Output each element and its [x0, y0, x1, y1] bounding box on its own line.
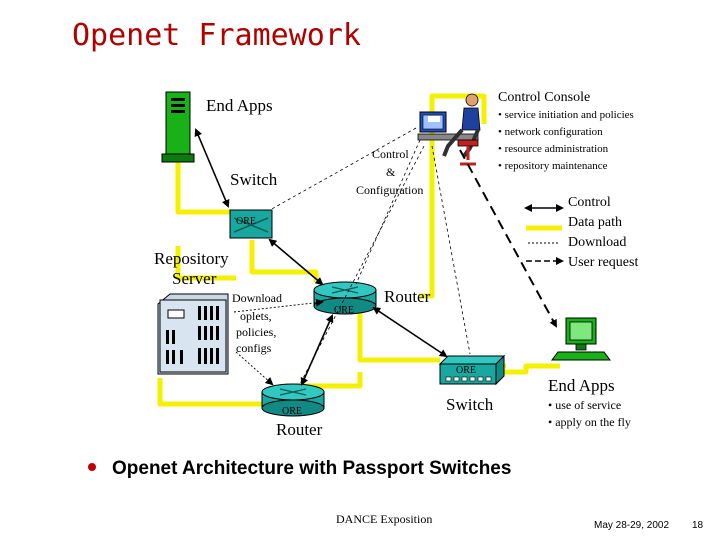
end-apps-server-icon — [161, 91, 195, 163]
router-middle-icon — [313, 281, 377, 315]
bullet-dot-icon — [88, 462, 96, 471]
legend-control: Control — [568, 195, 611, 210]
router-middle-label: Router — [384, 287, 431, 306]
end-apps-bottom-item-2: • apply on the fly — [548, 415, 631, 429]
bullet-text: Openet Architecture with Passport Switch… — [112, 458, 512, 479]
bullet-item: Openet Architecture with Passport Switch… — [88, 458, 511, 480]
configuration-lines — [269, 127, 471, 385]
router-bottom-icon — [261, 383, 325, 417]
user-request-arrow — [459, 149, 557, 328]
legend-download: Download — [568, 235, 626, 250]
ore-switch-bottom-label: ORE — [456, 365, 476, 376]
repository-label-line2: Server — [172, 269, 217, 288]
download-arrows — [233, 298, 324, 386]
download-label-line4: configs — [236, 341, 272, 355]
switch-top-icon — [229, 209, 273, 239]
legend — [524, 204, 564, 265]
router-bottom-label: Router — [276, 420, 323, 439]
repository-server-icon — [157, 293, 229, 375]
control-console-item-4: • repository maintenance — [498, 160, 608, 172]
control-config-line1: Control — [372, 147, 409, 161]
legend-data-path: Data path — [568, 215, 622, 230]
download-label-line2: oplets, — [240, 309, 272, 323]
switch-bottom-label: Switch — [446, 395, 494, 414]
footer-page-number: 18 — [692, 520, 704, 531]
end-apps-top-label: End Apps — [206, 96, 273, 115]
end-apps-workstation-icon — [551, 317, 611, 361]
end-apps-bottom-item-1: • use of service — [548, 398, 621, 412]
switch-bottom-icon — [438, 354, 506, 386]
slide-title: Openet Framework — [72, 18, 361, 53]
control-console-item-2: • network configuration — [498, 126, 603, 138]
ore-switch-top-label: ORE — [236, 216, 256, 227]
control-console-item-3: • resource administration — [498, 143, 609, 155]
control-arrows — [194, 128, 448, 386]
control-console-item-1: • service initiation and policies — [498, 109, 634, 121]
repository-label-line1: Repository — [154, 249, 229, 268]
control-config-line2: & — [386, 165, 396, 179]
legend-user-request: User request — [568, 255, 638, 270]
switch-top-label: Switch — [230, 170, 278, 189]
control-config-line3: Configuration — [356, 183, 423, 197]
end-apps-bottom-title: End Apps — [548, 376, 615, 395]
footer-date: May 28-29, 2002 — [594, 520, 670, 531]
control-console-operator-icon — [417, 93, 481, 166]
ore-router-bottom-label: ORE — [282, 406, 302, 417]
download-label-line1: Download — [232, 291, 282, 305]
ore-router-middle-label: ORE — [334, 305, 354, 316]
download-label-line3: policies, — [236, 325, 276, 339]
footer-event: DANCE Exposition — [336, 512, 433, 526]
control-console-title: Control Console — [498, 90, 590, 105]
